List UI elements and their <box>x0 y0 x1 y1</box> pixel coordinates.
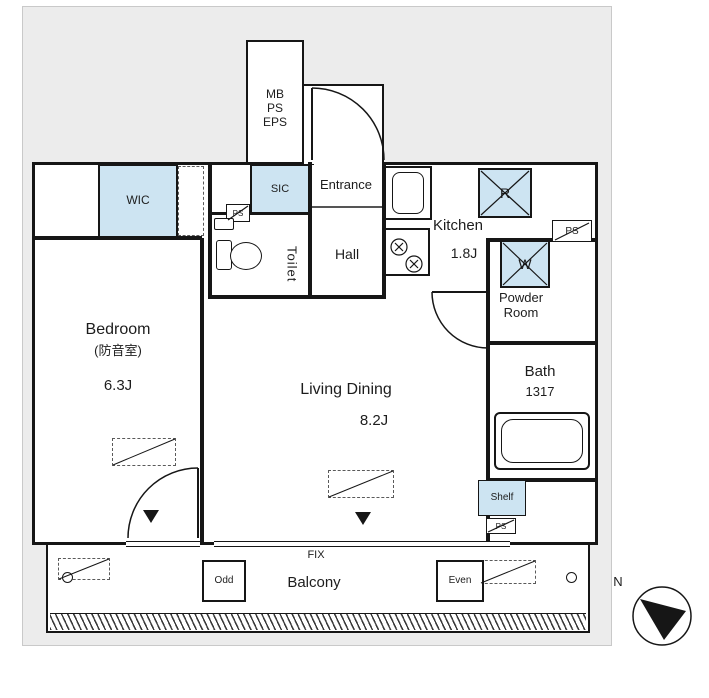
even-label: Even <box>448 575 472 587</box>
shaft-box: MB PS EPS <box>246 40 304 164</box>
living-dining-label: Living Dining <box>300 380 392 398</box>
bedroom-size-label: 6.3J <box>103 377 133 395</box>
sic-box: SIC <box>250 164 310 214</box>
bedroom-sub-label: (防音室) <box>94 342 142 358</box>
balcony-hatch-odd: Odd <box>202 560 246 602</box>
balcony-drain-left <box>62 572 73 583</box>
refrigerator-label: R <box>499 184 511 201</box>
ps-label: PS <box>232 208 244 218</box>
balcony-label: Balcony <box>287 574 341 592</box>
ps-box-top-right: PS <box>552 220 592 242</box>
entrance-label: Entrance <box>319 176 373 192</box>
living-size-label: 8.2J <box>359 412 389 430</box>
bathtub-inner <box>501 419 583 463</box>
kitchen-sink-basin <box>392 172 424 214</box>
north-arrow-icon <box>632 586 692 646</box>
wall-right-column-left <box>486 238 490 545</box>
fix-window <box>214 541 510 547</box>
wall-toilet-hall-bottom <box>208 295 386 299</box>
wic-dashed-extension <box>178 166 204 236</box>
ps-label: PS <box>495 521 507 531</box>
odd-label: Odd <box>214 575 234 587</box>
washer-box: W <box>500 240 550 288</box>
shaft-label-mb: MB <box>266 87 284 102</box>
fix-label: FIX <box>307 548 325 561</box>
powder-room-label: Powder Room <box>498 290 544 320</box>
sic-label: SIC <box>270 182 290 195</box>
toilet-label: Toilet <box>284 245 300 283</box>
shaft-label-eps: EPS <box>262 114 287 129</box>
bath-label: Bath <box>524 363 556 381</box>
toilet-cistern <box>214 218 234 230</box>
hall-label: Hall <box>334 245 360 262</box>
wic-box: WIC <box>98 164 178 238</box>
shelf-box: Shelf <box>478 480 526 516</box>
toilet-bowl <box>230 242 262 270</box>
balcony-dashed-left <box>58 558 110 580</box>
living-dashed-fixture <box>328 470 394 498</box>
washer-label: W <box>518 255 532 272</box>
balcony-hatch-even: Even <box>436 560 484 602</box>
entrance-porch <box>304 84 384 164</box>
wall-bedroom-right <box>200 238 204 543</box>
balcony-dashed-right <box>480 560 536 584</box>
refrigerator-box: R <box>478 168 532 218</box>
wall-bath-bottom <box>486 478 598 482</box>
wall-toilet-left <box>208 162 212 299</box>
balcony-railing-hatch <box>50 613 586 630</box>
wic-label: WIC <box>126 193 150 208</box>
ps-box-shelf: PS <box>486 518 516 534</box>
bedroom-label: Bedroom <box>85 320 151 338</box>
kitchen-size-label: 1.8J <box>450 244 478 261</box>
north-label: N <box>613 573 623 589</box>
wall-bedroom-top <box>32 236 202 240</box>
entrance-step-line <box>312 206 382 208</box>
wall-powder-bath <box>486 341 598 345</box>
entrance-opening <box>314 160 382 166</box>
shelf-label: Shelf <box>490 492 514 504</box>
bath-size-label: 1317 <box>525 383 555 399</box>
bedroom-balcony-window <box>126 541 200 547</box>
wall-hall-left <box>308 162 312 299</box>
ps-label: PS <box>565 225 579 237</box>
balcony-drain-right <box>566 572 577 583</box>
bedroom-dashed-fixture <box>112 438 176 466</box>
shaft-label-ps: PS <box>266 101 283 116</box>
kitchen-label: Kitchen <box>432 217 484 235</box>
